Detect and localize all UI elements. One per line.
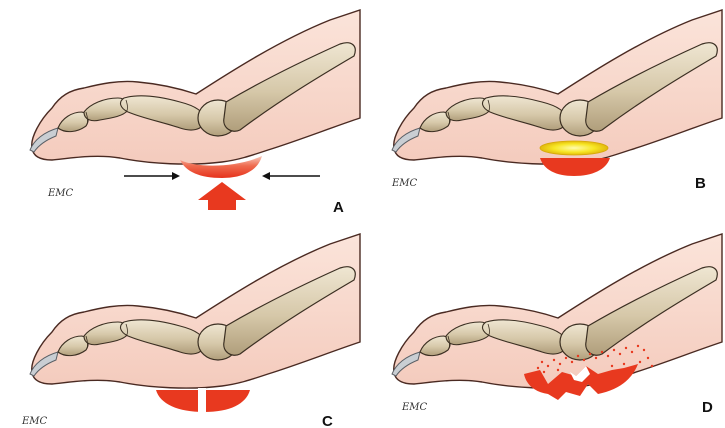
panel-c: EMC C	[21, 234, 360, 428]
panel-b: EMC B	[391, 10, 722, 192]
panel-label: A	[333, 199, 344, 216]
panel-a: EMC A	[30, 10, 360, 216]
panel-d: EMC D	[392, 234, 722, 416]
finger-skin-and-bones	[392, 234, 722, 388]
pressure-arrow-up	[198, 182, 246, 210]
panel-label: D	[702, 399, 713, 416]
tissue-split	[198, 388, 206, 414]
artist-signature: EMC	[21, 416, 48, 427]
pressure-arrow-right	[262, 172, 320, 180]
blister-base	[540, 158, 610, 176]
serum-layer	[540, 141, 608, 155]
finger-skin-and-bones	[30, 234, 360, 388]
panel-label: C	[322, 413, 333, 428]
artist-signature: EMC	[47, 188, 74, 199]
artist-signature: EMC	[391, 178, 418, 189]
finger-skin-and-bones	[392, 10, 722, 164]
pressure-arrow-left	[124, 172, 180, 180]
artist-signature: EMC	[401, 402, 428, 413]
finger-skin-and-bones	[30, 10, 360, 164]
panel-label: B	[695, 175, 706, 192]
